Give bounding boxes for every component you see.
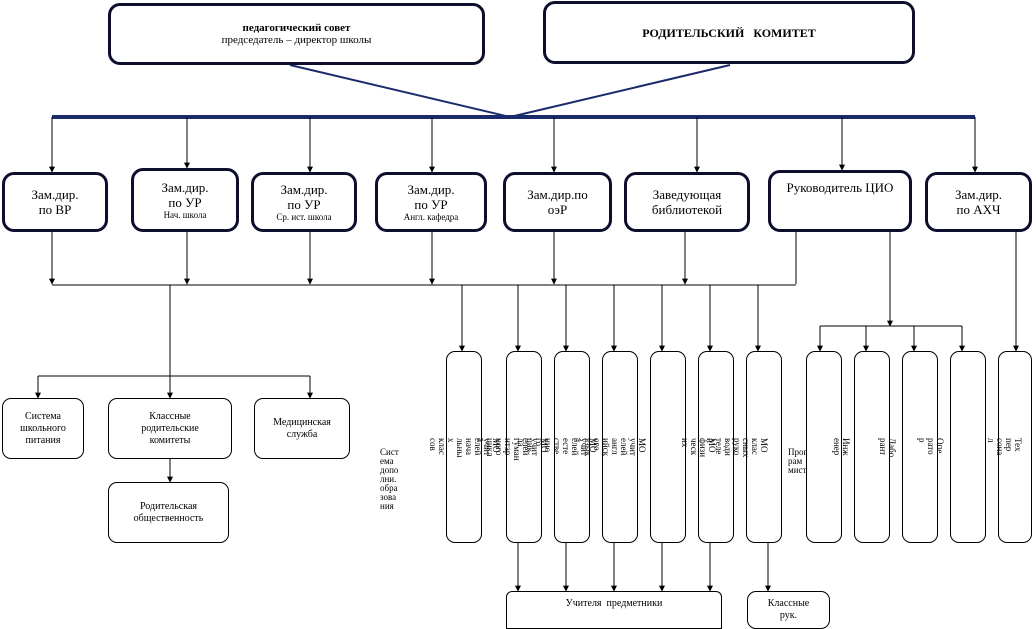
- deputy-ahch-box: Зам.дир. по АХЧ: [925, 172, 1032, 232]
- council-connector: [289, 64, 511, 118]
- pedagogical-council-box: педагогический совет председатель – дире…: [108, 3, 485, 65]
- deputy-line: Зам.дир.по: [527, 187, 588, 202]
- parent-committee-box: РОДИТЕЛЬСКИЙ КОМИТЕТ: [543, 1, 915, 64]
- deputy-subline: Нач. школа: [163, 209, 207, 220]
- vertical-box: [446, 351, 482, 543]
- deputy-line: библиотекой: [651, 202, 723, 217]
- deputy-line: Заведующая: [652, 187, 722, 202]
- vertical-box: [650, 351, 686, 543]
- class-leaders-box: Классные рук.: [747, 591, 830, 629]
- vertical-box: [746, 351, 782, 543]
- deputy-subline: Англ. кафедра: [403, 211, 459, 222]
- vertical-fragment: Инж енер: [832, 438, 851, 456]
- class-committees-box: Классные родительские комитеты: [108, 398, 232, 459]
- vertical-box: [950, 351, 986, 543]
- council-title: педагогический совет: [242, 22, 351, 34]
- class-committees-label: Классные родительские комитеты: [141, 410, 199, 446]
- deputy-line: по АХЧ: [956, 202, 1001, 217]
- vertical-fragment: МО учит елей англ ийск ого язык а: [574, 438, 647, 457]
- vertical-fragment: Прог рам мист: [788, 447, 808, 475]
- vertical-box: [806, 351, 842, 543]
- parent-public-label: Родительская общественность: [133, 500, 204, 524]
- deputy-line: по УР: [168, 194, 202, 210]
- deputy-line: по УР: [414, 196, 448, 212]
- deputy-ur-english-box: Зам.дир. по УР Англ. кафедра: [375, 172, 487, 232]
- deputy-ur-secondary-box: Зам.дир. по УР Ср. ист. школа: [251, 172, 357, 232]
- deputy-vr-box: Зам.дир. по ВР: [2, 172, 108, 232]
- vertical-box: [554, 351, 590, 543]
- deputy-line: Руководитель ЦИО: [786, 180, 894, 195]
- parent-committee-title: РОДИТЕЛЬСКИЙ КОМИТЕТ: [642, 25, 816, 40]
- deputy-line: Зам.дир.: [31, 187, 79, 202]
- vertical-fragment: Сист ема допо лни. обра зова ния: [380, 447, 399, 511]
- vertical-box: [902, 351, 938, 543]
- deputy-subline: Ср. ист. школа: [276, 211, 332, 222]
- cio-head-box: Руководитель ЦИО: [768, 170, 912, 232]
- librarian-box: Заведующая библиотекой: [624, 172, 750, 232]
- deputy-ur-primary-box: Зам.дир. по УР Нач. школа: [131, 168, 239, 232]
- vertical-box: [998, 351, 1032, 543]
- deputy-line: по УР: [287, 196, 321, 212]
- vertical-fragment: Опе рато р: [917, 438, 945, 455]
- deputy-line: Зам.дир.: [954, 187, 1003, 202]
- council-subtitle: председатель – директор школы: [221, 34, 372, 46]
- vertical-fragment: МО клас сных руко води теле й: [705, 438, 769, 458]
- deputy-line: Зам.дир.: [280, 181, 328, 197]
- school-nutrition-box: Система школьного питания: [2, 398, 84, 459]
- vertical-fragment: Лабо рант: [878, 438, 897, 458]
- subject-teachers-label: Учителя предметники: [565, 598, 663, 609]
- deputy-oer-box: Зам.дир.по оэР: [503, 172, 612, 232]
- parent-public-box: Родительская общественность: [108, 482, 229, 543]
- vertical-fragment: Тех пер сона л: [986, 438, 1023, 456]
- deputy-line: оэР: [547, 202, 568, 217]
- vertical-box: [506, 351, 542, 543]
- school-nutrition-label: Система школьного питания: [20, 410, 66, 446]
- deputy-line: по ВР: [38, 202, 72, 217]
- deputy-line: Зам.дир.: [407, 181, 455, 197]
- vertical-box: [854, 351, 890, 543]
- committee-connector: [509, 64, 731, 118]
- medical-service-label: Медицинская служба: [273, 416, 331, 440]
- vertical-box: [602, 351, 638, 543]
- medical-service-box: Медицинская служба: [254, 398, 350, 459]
- vertical-box: [698, 351, 734, 543]
- subject-teachers-box: Учителя предметники: [506, 591, 722, 629]
- deputy-line: Зам.дир.: [161, 179, 209, 195]
- class-leaders-label: Классные рук.: [767, 598, 810, 621]
